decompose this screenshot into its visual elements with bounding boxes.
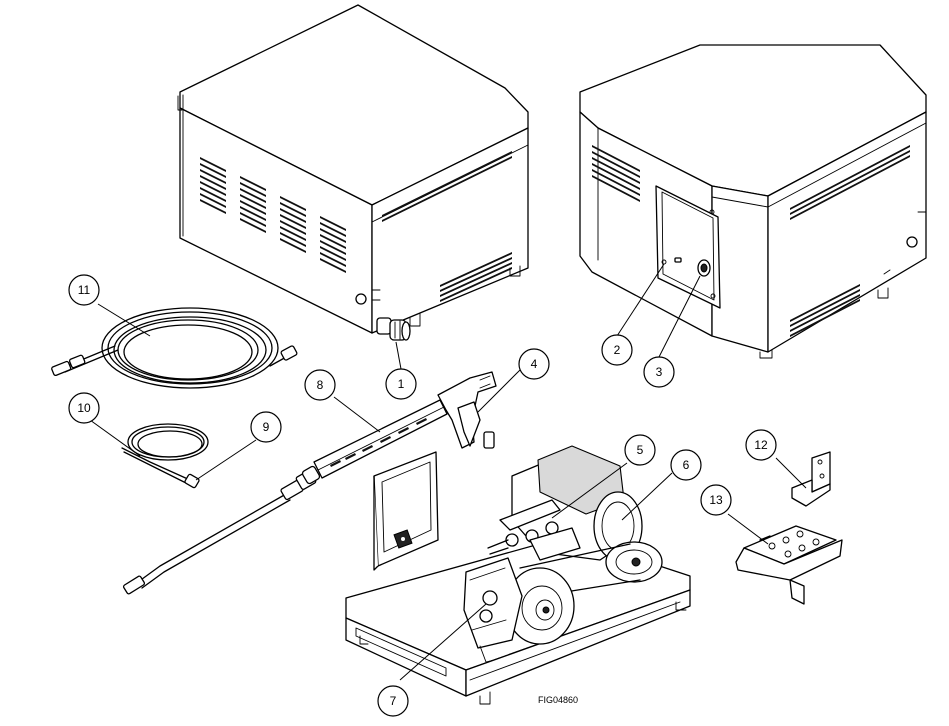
- callout-8: 8: [304, 369, 336, 401]
- callout-6: 6: [670, 449, 702, 481]
- callout-label: 11: [78, 283, 91, 297]
- callout-label: 10: [77, 401, 91, 415]
- coiled-hose-11: [51, 307, 298, 389]
- callout-11: 11: [68, 274, 100, 306]
- callout-label: 13: [709, 493, 723, 507]
- callout-label: 3: [656, 365, 663, 379]
- callout-label: 8: [317, 378, 324, 392]
- coiled-hose-10: [121, 423, 209, 489]
- callout-label: 5: [637, 443, 644, 457]
- pump-base-unit: [345, 445, 691, 705]
- left-cabinet-vents-side: [200, 157, 346, 273]
- left-cabinet: [177, 4, 529, 341]
- callout-label: 12: [754, 438, 768, 452]
- callout-13: 13: [700, 484, 732, 516]
- inlet-fitting: [376, 317, 411, 341]
- callout-4: 4: [518, 348, 550, 380]
- callout-3: 3: [643, 356, 675, 388]
- left-cabinet-vents-front: [382, 151, 512, 302]
- spray-lance: [122, 470, 317, 595]
- callout-2: 2: [601, 334, 633, 366]
- bracket-13: [735, 525, 843, 605]
- callout-12: 12: [745, 429, 777, 461]
- callout-9: 9: [250, 411, 282, 443]
- callout-5: 5: [624, 434, 656, 466]
- bracket-12: [791, 451, 831, 507]
- callout-label: 4: [531, 357, 538, 371]
- right-cabinet: [579, 44, 927, 359]
- figure-id: FIG04860: [538, 695, 578, 705]
- callout-1: 1: [385, 368, 417, 400]
- callout-label: 1: [398, 377, 405, 391]
- callout-10: 10: [68, 392, 100, 424]
- callout-label: 9: [263, 420, 270, 434]
- callout-label: 6: [683, 458, 690, 472]
- callout-7: 7: [377, 685, 409, 717]
- extension-wand-8: [301, 399, 448, 485]
- trigger-gun-4: [437, 371, 497, 449]
- callout-label: 2: [614, 343, 621, 357]
- callout-label: 7: [390, 694, 397, 708]
- leader-lines: [89, 263, 807, 681]
